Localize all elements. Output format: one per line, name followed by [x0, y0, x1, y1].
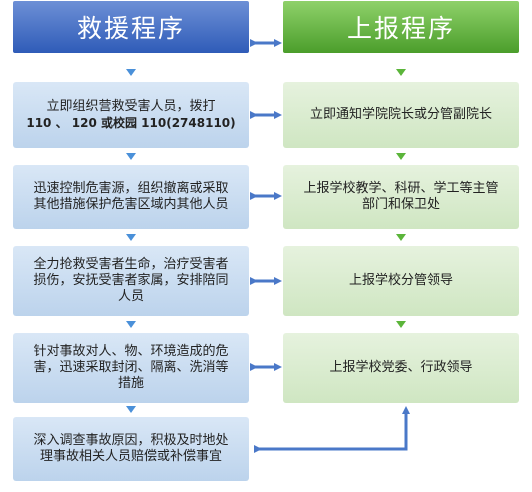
- report-arrow-down-icon-3: [396, 234, 406, 241]
- rescue-arrow-down-icon-1: [126, 69, 136, 76]
- rescue-step-1: 立即组织营救受害人员，拨打 110 、 120 或校园 110(2748110): [13, 82, 249, 148]
- report-step-3: 上报学校分管领导: [283, 246, 519, 316]
- report-step-2-text: 上报学校教学、科研、学工等主管 部门和保卫处: [303, 181, 499, 212]
- report-arrow-down-icon-1: [396, 69, 406, 76]
- report-step-3-text: 上报学校分管领导: [348, 273, 453, 288]
- report-arrow-down-icon-2: [396, 153, 406, 160]
- rescue-procedure-header: 救援程序: [13, 1, 249, 53]
- rescue-step-2: 迅速控制危害源，组织撤离或采取 其他措施保护危害区域内其他人员: [13, 165, 249, 229]
- report-step-1-text: 立即通知学院院长或分管副院长: [309, 107, 492, 122]
- rescue-arrow-down-icon-4: [126, 321, 136, 328]
- report-arrow-down-icon-4: [396, 321, 406, 328]
- rescue-arrow-down-icon-3: [126, 234, 136, 241]
- elbow-arrow-icon: [254, 406, 410, 453]
- rescue-step-5-text: 深入调查事故原因，积极及时地处 理事故相关人员赔偿或补偿事宜: [33, 433, 229, 464]
- rescue-step-3-text: 全力抢救受害者生命，治疗受害者 损伤，安抚受害者家属，安排陪同 人员: [33, 257, 229, 304]
- rescue-arrow-down-icon-5: [126, 406, 136, 413]
- rescue-step-1-phone: 110 、 120 或校园 110(2748110): [26, 116, 236, 130]
- rescue-step-5: 深入调查事故原因，积极及时地处 理事故相关人员赔偿或补偿事宜: [13, 417, 249, 481]
- report-step-4-text: 上报学校党委、行政领导: [329, 360, 473, 375]
- rescue-step-4-text: 针对事故对人、物、环境造成的危 害，迅速采取封闭、隔离、洗消等 措施: [33, 344, 229, 391]
- rescue-step-2-text: 迅速控制危害源，组织撤离或采取 其他措施保护危害区域内其他人员: [33, 181, 229, 212]
- report-step-4: 上报学校党委、行政领导: [283, 333, 519, 403]
- report-step-1: 立即通知学院院长或分管副院长: [283, 82, 519, 148]
- rescue-procedure-title: 救援程序: [76, 14, 185, 43]
- report-procedure-header: 上报程序: [283, 1, 519, 53]
- report-procedure-title: 上报程序: [346, 14, 455, 43]
- rescue-step-4: 针对事故对人、物、环境造成的危 害，迅速采取封闭、隔离、洗消等 措施: [13, 333, 249, 403]
- rescue-arrow-down-icon-2: [126, 153, 136, 160]
- rescue-step-3: 全力抢救受害者生命，治疗受害者 损伤，安抚受害者家属，安排陪同 人员: [13, 246, 249, 316]
- rescue-step-1-text: 立即组织营救受害人员，拨打: [46, 99, 216, 114]
- report-step-2: 上报学校教学、科研、学工等主管 部门和保卫处: [283, 165, 519, 229]
